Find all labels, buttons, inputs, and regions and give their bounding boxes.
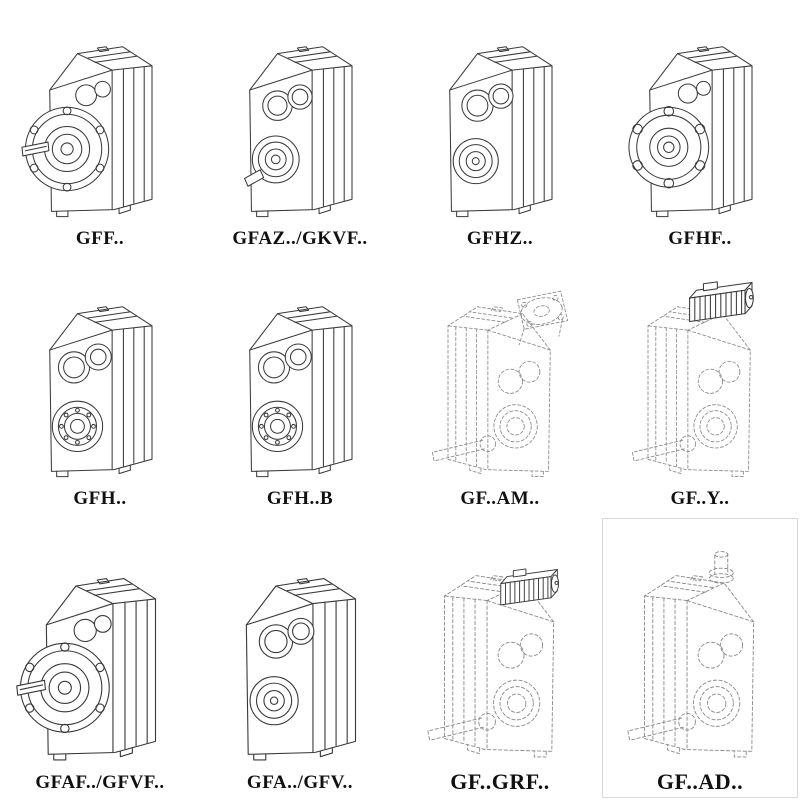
product-label: GF..AM.. (460, 488, 540, 510)
product-label: GFAF../GFVF.. (35, 772, 165, 794)
gearbox-drawing-flange-output (16, 578, 157, 761)
gearbox-drawing-shaft-output (244, 46, 353, 218)
product-label: GFA../GFV.. (246, 772, 354, 794)
gearbox-drawing-hollow (245, 578, 357, 761)
gearbox-drawing-input-shaft-adapter (627, 550, 755, 758)
gearbox-drawing-hollow (49, 306, 153, 478)
gearbox-drawing-flange-hollow (628, 46, 753, 218)
gearbox-drawing-hollow-backstop (249, 306, 353, 478)
product-label: GFH..B (266, 488, 334, 510)
gearbox-drawing-with-motor (631, 281, 754, 478)
product-label: GF..AD.. (656, 768, 744, 794)
product-cell-gfh: GFH.. (0, 256, 200, 516)
gearbox-drawing-hollow-shaft (449, 46, 553, 218)
gearbox-drawing-iec-adapter (431, 290, 569, 478)
product-cell-gf-grf: GF..GRF.. (400, 516, 600, 800)
product-label: GF..Y.. (670, 488, 730, 510)
product-cell-gfaf-gfvf: GFAF../GFVF.. (0, 516, 200, 800)
product-cell-gf-ad: GF..AD.. (600, 516, 800, 800)
product-cell-gfh-b: GFH..B (200, 256, 400, 516)
product-label: GFAZ../GKVF.. (232, 228, 368, 250)
product-label: GFF.. (75, 228, 125, 250)
product-cell-gfhz: GFHZ.. (400, 0, 600, 256)
product-label: GFHF.. (668, 228, 732, 250)
product-cell-gfaz-gkvf: GFAZ../GKVF.. (200, 0, 400, 256)
product-cell-gf-y: GF..Y.. (600, 256, 800, 516)
product-label: GFHZ.. (466, 228, 534, 250)
product-cell-gfa-gfv: GFA../GFV.. (200, 516, 400, 800)
product-label: GFH.. (73, 488, 127, 510)
product-label: GF..GRF.. (450, 768, 550, 794)
gearbox-drawing-flange-output (21, 46, 153, 218)
gearbox-drawing-input-unit (427, 568, 560, 758)
product-cell-gfhf: GFHF.. (600, 0, 800, 256)
product-cell-gf-am: GF..AM.. (400, 256, 600, 516)
product-cell-gff: GFF.. (0, 0, 200, 256)
